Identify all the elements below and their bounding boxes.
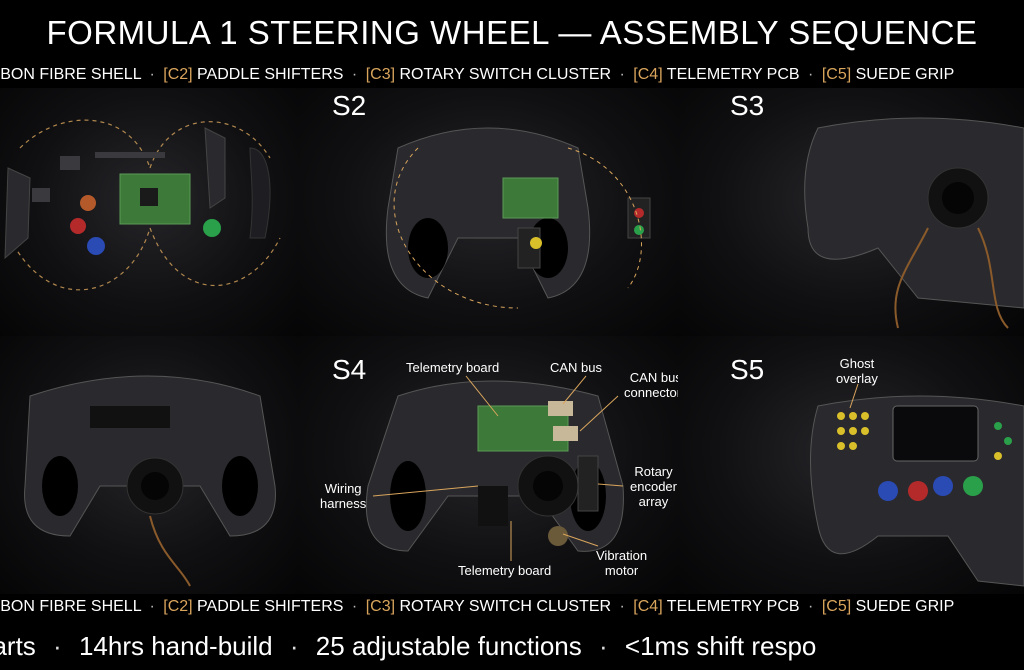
component-name: PADDLE SHIFTERS	[197, 598, 344, 615]
separator: ·	[149, 66, 155, 83]
callout-text-line: encoder	[630, 479, 677, 494]
separator: ·	[53, 631, 62, 661]
component-name: SUEDE GRIP	[855, 66, 955, 83]
stage-2-panel: S2	[298, 88, 678, 336]
callout-text-line: Vibration	[596, 548, 648, 563]
stage-label-s5: S5	[730, 354, 765, 385]
stage-label-s2: S2	[332, 90, 367, 121]
callout-text-line: Ghost	[839, 356, 875, 371]
component-code: [C3]	[365, 598, 396, 615]
callout-can-bus-connectors: CAN bus connectors	[624, 370, 678, 400]
callout-text-line: Wiring	[324, 481, 362, 496]
stage-1-exploded-view	[0, 88, 298, 336]
component-name: ARBON FIBRE SHELL	[0, 598, 142, 615]
wheel-s2-illustration	[385, 127, 651, 309]
component-name: ARBON FIBRE SHELL	[0, 66, 142, 83]
component-code: [C4]	[633, 598, 663, 615]
component-code: [C5]	[821, 66, 852, 83]
component-strip-top: ARBON FIBRE SHELL · [C2] PADDLE SHIFTERS…	[0, 62, 1024, 88]
stats-bar: parts · 14hrs hand-build · 25 adjustable…	[0, 620, 1024, 670]
separator: ·	[149, 598, 155, 615]
component-code: [C2]	[163, 598, 193, 615]
separator: ·	[808, 598, 814, 615]
callout-rotary-encoder-array: Rotary encoder array	[630, 464, 677, 509]
separator: ·	[808, 66, 814, 83]
callout-text: Telemetry board	[406, 360, 500, 375]
callout-text-line: connectors	[624, 385, 678, 400]
stat-item: parts	[0, 631, 36, 661]
separator: ·	[351, 66, 358, 83]
callout-text: CAN bus	[550, 360, 603, 375]
wheel-partial-illustration	[24, 375, 276, 587]
component-name: SUEDE GRIP	[855, 598, 955, 615]
wheel-s5-illustration	[810, 383, 1024, 587]
component-strip-bottom: ARBON FIBRE SHELL · [C2] PADDLE SHIFTERS…	[0, 594, 1024, 620]
stage-label-s3: S3	[730, 90, 765, 121]
callout-can-bus: CAN bus	[550, 360, 602, 375]
exploded-parts-illustration	[4, 119, 281, 291]
component-name: ROTARY SWITCH CLUSTER	[399, 598, 612, 615]
component-code: [C5]	[821, 598, 852, 615]
stage-3-panel: S3	[678, 88, 1024, 336]
callout-text-line: Rotary	[634, 464, 673, 479]
callout-text-line: harness	[320, 496, 367, 511]
callout-vibration-motor: Vibration motor	[596, 548, 647, 578]
separator: ·	[619, 598, 625, 615]
stage-4-panel: S4 Telemetry board CAN bus CAN bus conne…	[298, 336, 678, 594]
callout-text-line: CAN bus	[629, 370, 678, 385]
separator: ·	[351, 598, 358, 615]
callout-text-line: overlay	[836, 371, 878, 386]
stage-5-panel: S5 Ghost overlay	[678, 336, 1024, 594]
component-name: PADDLE SHIFTERS	[197, 66, 344, 83]
callout-telemetry-board: Telemetry board	[406, 360, 499, 375]
component-name: ROTARY SWITCH CLUSTER	[399, 66, 612, 83]
stage-label-s4: S4	[332, 354, 367, 385]
separator: ·	[599, 631, 608, 661]
stat-item: 14hrs hand-build	[78, 631, 273, 661]
callout-ghost-overlay: Ghost overlay	[836, 356, 878, 386]
wheel-s4-illustration	[365, 375, 624, 561]
callout-text-line: motor	[604, 563, 639, 578]
callout-text: Telemetry board	[458, 563, 552, 578]
component-name: TELEMETRY PCB	[666, 66, 800, 83]
component-code: [C4]	[633, 66, 663, 83]
stage-panel-bottom-left	[0, 336, 298, 594]
callout-telemetry-board-bottom: Telemetry board	[458, 563, 551, 578]
component-code: [C3]	[365, 66, 396, 83]
page-title: FORMULA 1 STEERING WHEEL — ASSEMBLY SEQU…	[0, 0, 1024, 62]
component-name: TELEMETRY PCB	[666, 598, 800, 615]
stat-item: 25 adjustable functions	[315, 631, 582, 661]
stat-item: <1ms shift respo	[624, 631, 817, 661]
callout-text-line: array	[638, 494, 669, 509]
callout-wiring-harness: Wiring harness	[320, 481, 366, 511]
component-code: [C2]	[163, 66, 193, 83]
separator: ·	[619, 66, 625, 83]
separator: ·	[289, 631, 299, 661]
wheel-s3-illustration	[804, 117, 1024, 329]
